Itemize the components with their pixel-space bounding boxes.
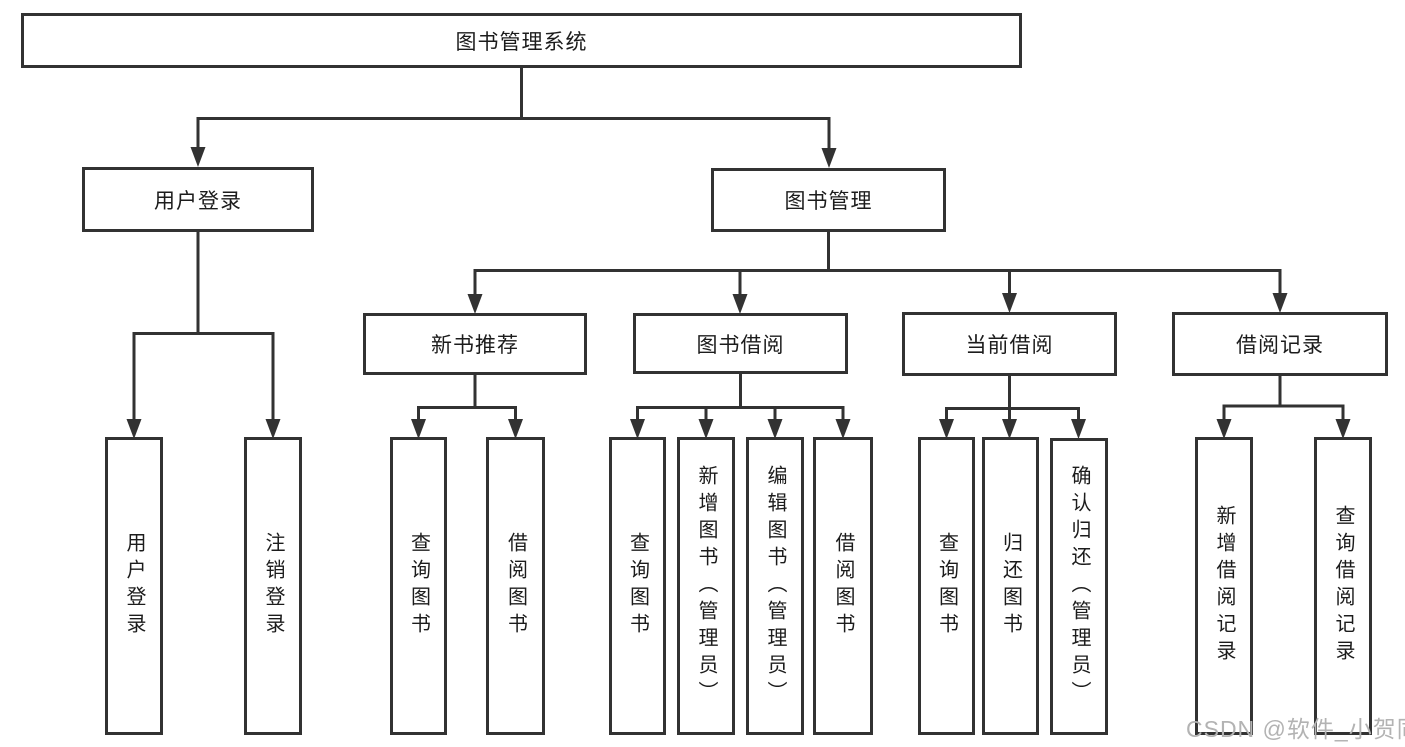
node-book-management: 图书管理 <box>711 168 946 232</box>
leaf-cb-return-books: 归还图书 <box>982 437 1039 735</box>
node-label: 新书推荐 <box>431 334 519 357</box>
node-label: 借阅图书 <box>504 532 527 640</box>
node-label: 确认归还（管理员） <box>1068 465 1090 708</box>
leaf-bb-add-books-admin: 新增图书（管理员） <box>677 437 735 735</box>
node-label: 查询借阅记录 <box>1332 505 1354 667</box>
node-borrowing-records: 借阅记录 <box>1172 312 1388 376</box>
leaf-bb-borrow-books: 借阅图书 <box>813 437 873 735</box>
node-label: 用户登录 <box>154 189 242 213</box>
node-user-login: 用户登录 <box>82 167 314 232</box>
leaf-bb-edit-books-admin: 编辑图书（管理员） <box>746 437 804 735</box>
node-label: 借阅记录 <box>1236 334 1324 357</box>
leaf-nbr-query-books: 查询图书 <box>390 437 447 735</box>
leaf-user-login: 用户登录 <box>105 437 163 735</box>
node-label: 查询图书 <box>626 532 649 640</box>
arrowheads <box>126 147 1351 439</box>
node-label: 新增图书（管理员） <box>695 464 717 708</box>
node-label: 编辑图书（管理员） <box>764 464 786 708</box>
leaf-logout: 注销登录 <box>244 437 302 735</box>
node-label: 归还图书 <box>999 532 1022 640</box>
node-label: 借阅图书 <box>832 532 854 640</box>
leaf-bb-query-books: 查询图书 <box>609 437 666 735</box>
node-label: 用户登录 <box>123 532 145 640</box>
leaf-cb-confirm-return-admin: 确认归还（管理员） <box>1050 438 1108 735</box>
leaf-br-add-record: 新增借阅记录 <box>1195 437 1253 735</box>
node-label: 查询图书 <box>407 532 430 640</box>
node-label: 当前借阅 <box>965 334 1054 357</box>
node-book-borrowing: 图书借阅 <box>633 313 848 374</box>
node-label: 图书借阅 <box>696 333 785 357</box>
csdn-watermark: CSDN @软件_小贺同学 <box>1186 716 1405 742</box>
leaf-nbr-borrow-books: 借阅图书 <box>486 437 545 735</box>
node-label: 注销登录 <box>262 532 284 640</box>
node-label: 新增借阅记录 <box>1213 505 1235 667</box>
node-label: 图书管理系统 <box>455 30 588 54</box>
node-new-book-recommend: 新书推荐 <box>363 313 587 375</box>
node-label: 图书管理 <box>784 190 873 213</box>
node-current-borrowing: 当前借阅 <box>902 312 1117 376</box>
leaf-cb-query-books: 查询图书 <box>918 437 975 735</box>
node-label: 查询图书 <box>935 532 958 640</box>
leaf-br-query-record: 查询借阅记录 <box>1314 437 1372 735</box>
node-library-management-system: 图书管理系统 <box>21 13 1022 68</box>
